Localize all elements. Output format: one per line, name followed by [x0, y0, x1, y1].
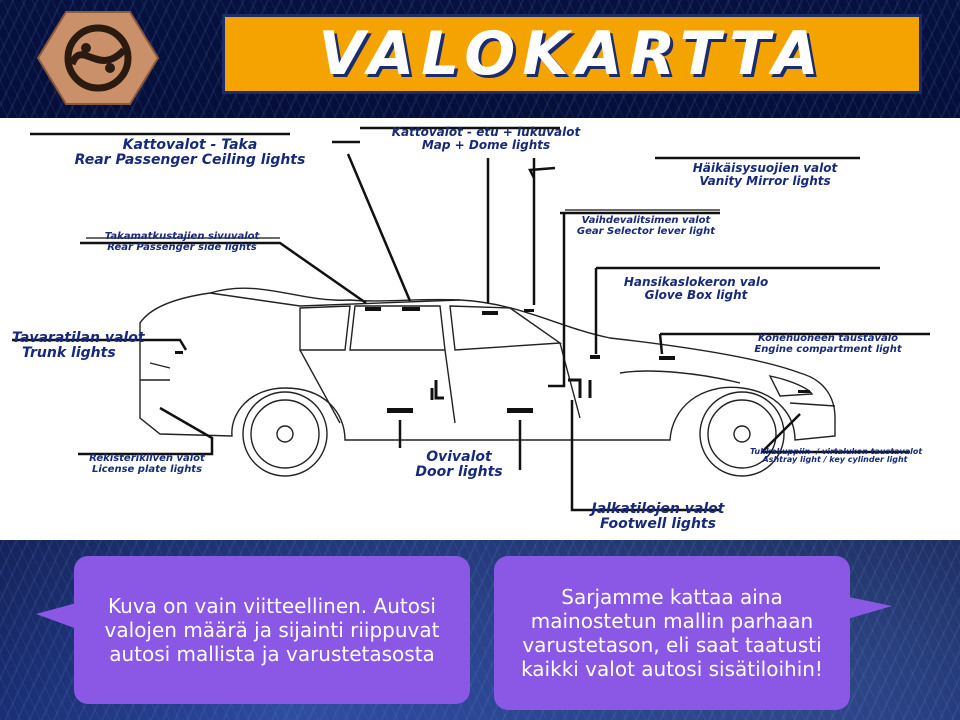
label-ashtray-en: Ashtray light / key cylinder light [762, 455, 908, 465]
footwell-light-markers [430, 378, 592, 400]
label-door: Ovivalot Door lights [398, 450, 520, 479]
label-footwell-en: Footwell lights [600, 515, 716, 532]
title-banner: VALOKARTTA [222, 14, 922, 94]
label-engine-fi: Konehuoneen taustavalo [757, 333, 899, 344]
label-ashtray: Tuhkakuppiin- / virtalukon taustavalot A… [750, 447, 923, 465]
label-rear-ceiling: Kattovalot - Taka Rear Passenger Ceiling… [30, 138, 350, 167]
yin-yang-hexagon-logo [36, 11, 160, 105]
label-front-ceiling: Kattovalot - etu + lukuvalot Map + Dome … [355, 126, 617, 151]
right-bubble-tail [844, 596, 892, 620]
label-footwell-fi: Jalkatilojen valot [591, 501, 725, 517]
label-vanity-en: Vanity Mirror lights [699, 173, 831, 188]
label-engine-en: Engine compartment light [754, 343, 902, 355]
label-door-en: Door lights [415, 463, 503, 480]
label-glovebox-fi: Hansikaslokeron valo [623, 275, 769, 289]
coverage-bubble: Sarjamme kattaa aina mainostetun mallin … [494, 556, 850, 710]
label-underlines [86, 209, 720, 239]
disclaimer-bubble: Kuva on vain viitteellinen. Autosi valoj… [74, 556, 470, 704]
label-vanity-fi: Häikäisysuojien valot [692, 161, 838, 175]
label-glovebox: Hansikaslokeron valo Glove Box light [598, 276, 794, 301]
left-bubble-tail [36, 602, 80, 630]
light-markers [175, 307, 810, 413]
label-footwell: Jalkatilojen valot Footwell lights [570, 502, 746, 531]
label-license-en: License plate lights [91, 463, 203, 475]
label-front-ceiling-fi: Kattovalot - etu + lukuvalot [391, 125, 581, 139]
label-trunk-fi: Tavaratilan valot [12, 330, 145, 346]
label-license-fi: Rekisterikilven valot [89, 453, 205, 464]
label-rear-side-fi: Takamatkustajien sivuvalot [104, 231, 260, 242]
label-engine: Konehuoneen taustavalo Engine compartmen… [730, 333, 926, 355]
label-ashtray-fi: Tuhkakuppiin- / virtalukon taustavalot [750, 447, 923, 456]
light-map-diagram: Kattovalot - Taka Rear Passenger Ceiling… [0, 118, 960, 540]
label-gear-en: Gear Selector lever light [576, 225, 716, 237]
label-trunk: Tavaratilan valot Trunk lights [12, 331, 182, 360]
page-title: VALOKARTTA [318, 19, 826, 89]
label-glovebox-en: Glove Box light [644, 287, 748, 302]
label-license: Rekisterikilven valot License plate ligh… [76, 453, 218, 475]
car-outline [139, 287, 836, 477]
label-vanity: Häikäisysuojien valot Vanity Mirror ligh… [660, 162, 870, 187]
label-door-fi: Ovivalot [426, 449, 492, 465]
label-rear-ceiling-fi: Kattovalot - Taka [122, 137, 258, 153]
label-gear-fi: Vaihdevalitsimen valot [581, 215, 711, 226]
label-rear-side: Takamatkustajien sivuvalot Rear Passenge… [82, 231, 282, 253]
leader-lines [12, 126, 930, 512]
label-gear: Vaihdevalitsimen valot Gear Selector lev… [562, 215, 730, 237]
label-rear-side-en: Rear Passenger side lights [107, 241, 257, 253]
car-diagram [12, 126, 930, 512]
label-front-ceiling-en: Map + Dome lights [421, 137, 551, 152]
label-rear-ceiling-en: Rear Passenger Ceiling lights [74, 151, 306, 168]
label-trunk-en: Trunk lights [22, 344, 116, 361]
